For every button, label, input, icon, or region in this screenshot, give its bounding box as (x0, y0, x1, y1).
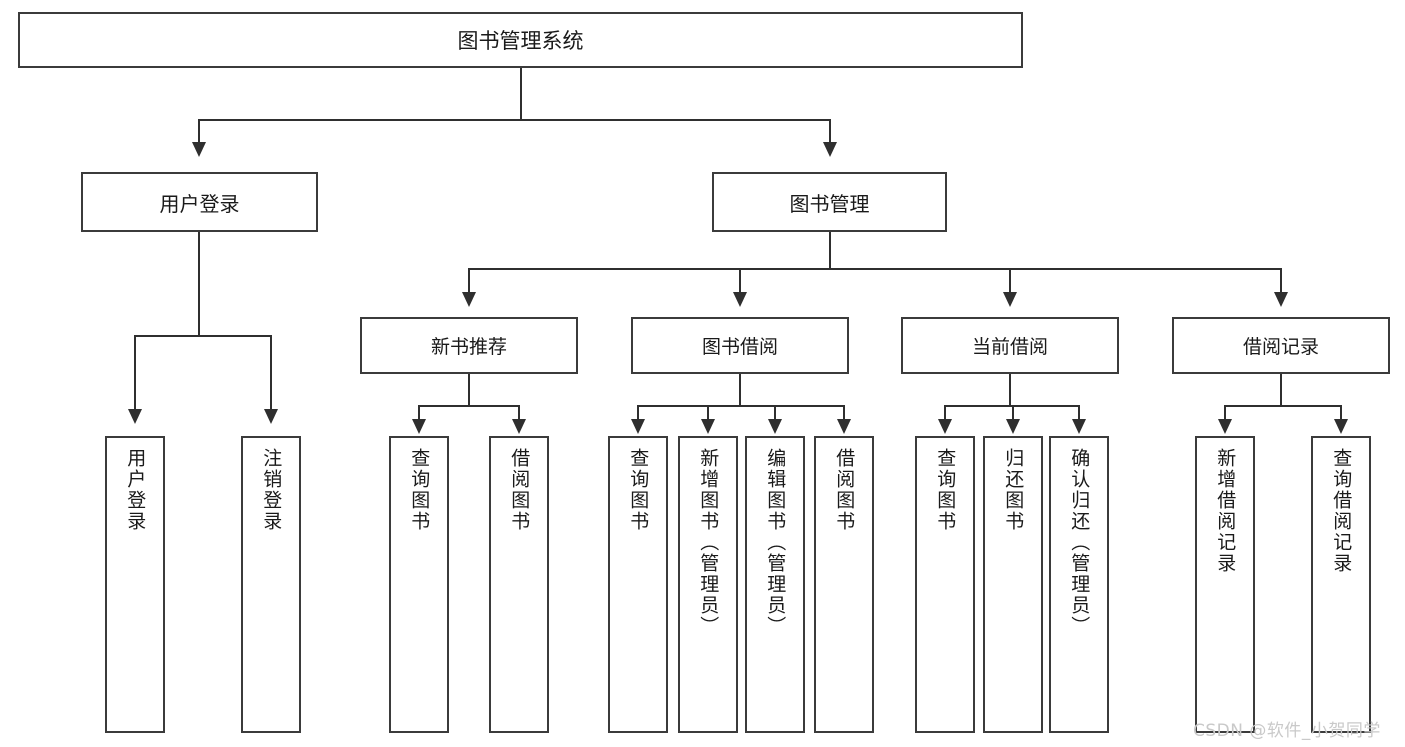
leaf-confirm-return[interactable]: 确认归还（管理员） (1049, 436, 1109, 733)
arrowhead-borrow-record (1274, 292, 1288, 307)
arrowhead-leaf-borrow-book-1 (512, 419, 526, 434)
leaf-add-book[interactable]: 新增图书（管理员） (678, 436, 738, 733)
edge-nbr-drop-2 (518, 405, 520, 421)
leaf-edit-book[interactable]: 编辑图书（管理员） (745, 436, 805, 733)
leaf-query-borrow-record-label: 查询借阅记录 (1330, 448, 1353, 574)
edge-root-drop-left (198, 119, 200, 144)
leaf-borrow-book-2[interactable]: 借阅图书 (814, 436, 874, 733)
edge-bm-drop-3 (1009, 268, 1011, 294)
node-current-borrow-label: 当前借阅 (971, 336, 1048, 358)
leaf-add-borrow-record-label: 新增借阅记录 (1214, 448, 1237, 574)
edge-cb-bus (944, 405, 1079, 407)
edge-br-stem (1280, 374, 1282, 406)
edge-br-drop-1 (1224, 405, 1226, 421)
edge-bb-drop-1 (637, 405, 639, 421)
arrowhead-leaf-query-book-1 (412, 419, 426, 434)
leaf-query-book-3[interactable]: 查询图书 (915, 436, 975, 733)
arrowhead-leaf-query-book-2 (631, 419, 645, 434)
leaf-return-book[interactable]: 归还图书 (983, 436, 1043, 733)
node-user-login-label: 用户登录 (159, 191, 240, 216)
edge-bm-drop-2 (739, 268, 741, 294)
leaf-query-book-1-label: 查询图书 (408, 448, 431, 532)
arrowhead-leaf-edit-book (768, 419, 782, 434)
node-book-borrow[interactable]: 图书借阅 (631, 317, 849, 374)
arrowhead-leaf-add-book (701, 419, 715, 434)
leaf-query-book-2-label: 查询图书 (627, 448, 650, 532)
leaf-query-book-3-label: 查询图书 (934, 448, 957, 532)
leaf-borrow-book-2-label: 借阅图书 (833, 448, 856, 532)
node-current-borrow[interactable]: 当前借阅 (901, 317, 1119, 374)
arrowhead-leaf-borrow-book-2 (837, 419, 851, 434)
node-new-book-recommend-label: 新书推荐 (430, 336, 507, 358)
arrowhead-current-borrow (1003, 292, 1017, 307)
leaf-logout-login-label: 注销登录 (260, 448, 283, 532)
edge-nbr-bus (418, 405, 519, 407)
edge-root-bus (198, 119, 831, 121)
arrowhead-leaf-return-book (1006, 419, 1020, 434)
arrowhead-leaf-query-borrow-record (1334, 419, 1348, 434)
edge-bb-drop-2 (707, 405, 709, 421)
node-root-label: 图书管理系统 (457, 29, 584, 53)
edge-user-login-drop-2 (270, 335, 272, 411)
edge-book-management-stem (829, 232, 831, 270)
node-root[interactable]: 图书管理系统 (18, 12, 1023, 68)
leaf-query-book-2[interactable]: 查询图书 (608, 436, 668, 733)
leaf-logout-login[interactable]: 注销登录 (241, 436, 301, 733)
node-book-borrow-label: 图书借阅 (701, 336, 778, 358)
edge-book-management-bus (468, 268, 1280, 270)
leaf-query-borrow-record[interactable]: 查询借阅记录 (1311, 436, 1371, 733)
edge-cb-drop-3 (1078, 405, 1080, 421)
edge-bb-drop-4 (843, 405, 845, 421)
edge-bb-bus (637, 405, 844, 407)
edge-user-login-drop-1 (134, 335, 136, 411)
edge-cb-stem (1009, 374, 1011, 406)
arrowhead-book-management (823, 142, 837, 157)
edge-nbr-drop-1 (418, 405, 420, 421)
arrowhead-new-book-recommend (462, 292, 476, 307)
node-book-management-label: 图书管理 (789, 191, 870, 216)
arrowhead-book-borrow (733, 292, 747, 307)
node-borrow-record-label: 借阅记录 (1242, 336, 1319, 358)
leaf-add-book-label: 新增图书（管理员） (697, 448, 720, 637)
edge-user-login-bus (134, 335, 271, 337)
arrowhead-leaf-logout-login (264, 409, 278, 424)
edge-nbr-stem (468, 374, 470, 406)
edge-bb-drop-3 (774, 405, 776, 421)
edge-br-bus (1224, 405, 1341, 407)
arrowhead-user-login (192, 142, 206, 157)
leaf-query-book-1[interactable]: 查询图书 (389, 436, 449, 733)
leaf-edit-book-label: 编辑图书（管理员） (764, 448, 787, 637)
edge-bb-stem (739, 374, 741, 406)
node-new-book-recommend[interactable]: 新书推荐 (360, 317, 578, 374)
leaf-borrow-book-1[interactable]: 借阅图书 (489, 436, 549, 733)
leaf-borrow-book-1-label: 借阅图书 (508, 448, 531, 532)
node-book-management[interactable]: 图书管理 (712, 172, 947, 232)
node-user-login[interactable]: 用户登录 (81, 172, 318, 232)
edge-br-drop-2 (1340, 405, 1342, 421)
edge-cb-drop-1 (944, 405, 946, 421)
edge-root-drop-right (829, 119, 831, 144)
watermark-text: CSDN @软件_小贺同学 (1193, 721, 1381, 741)
leaf-confirm-return-label: 确认归还（管理员） (1068, 448, 1091, 637)
arrowhead-leaf-add-borrow-record (1218, 419, 1232, 434)
edge-bm-drop-4 (1280, 268, 1282, 294)
node-borrow-record[interactable]: 借阅记录 (1172, 317, 1390, 374)
leaf-user-login[interactable]: 用户登录 (105, 436, 165, 733)
edge-cb-drop-2 (1012, 405, 1014, 421)
edge-user-login-stem (198, 232, 200, 336)
edge-root-stem (520, 68, 522, 120)
arrowhead-leaf-confirm-return (1072, 419, 1086, 434)
leaf-return-book-label: 归还图书 (1002, 448, 1025, 532)
arrowhead-leaf-user-login (128, 409, 142, 424)
leaf-add-borrow-record[interactable]: 新增借阅记录 (1195, 436, 1255, 733)
leaf-user-login-label: 用户登录 (124, 448, 147, 532)
edge-bm-drop-1 (468, 268, 470, 294)
arrowhead-leaf-query-book-3 (938, 419, 952, 434)
